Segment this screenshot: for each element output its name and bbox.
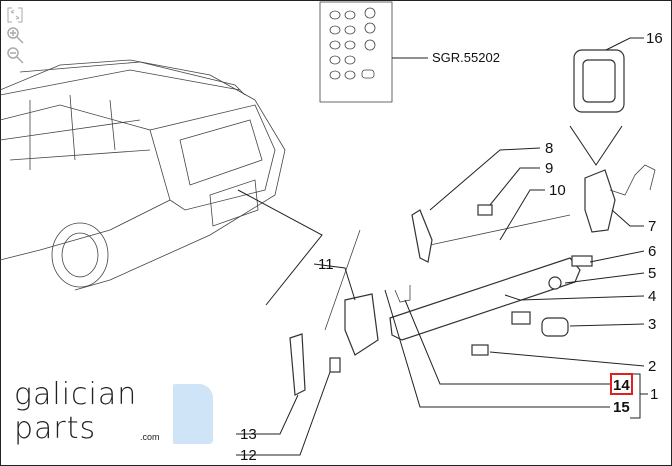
zoom-out-icon xyxy=(7,47,24,64)
galicianparts-logo: galician parts .com xyxy=(10,380,215,452)
zoom-in-button[interactable] xyxy=(6,26,24,44)
zoom-in-icon xyxy=(7,27,24,44)
logo-line2: parts xyxy=(14,411,97,446)
fit-screen-button[interactable] xyxy=(6,6,24,24)
logo-car-shape xyxy=(173,384,213,444)
logo-suffix: .com xyxy=(140,432,160,442)
fit-screen-icon xyxy=(7,7,23,23)
logo-line1: galician xyxy=(14,377,138,412)
zoom-out-button[interactable] xyxy=(6,46,24,64)
